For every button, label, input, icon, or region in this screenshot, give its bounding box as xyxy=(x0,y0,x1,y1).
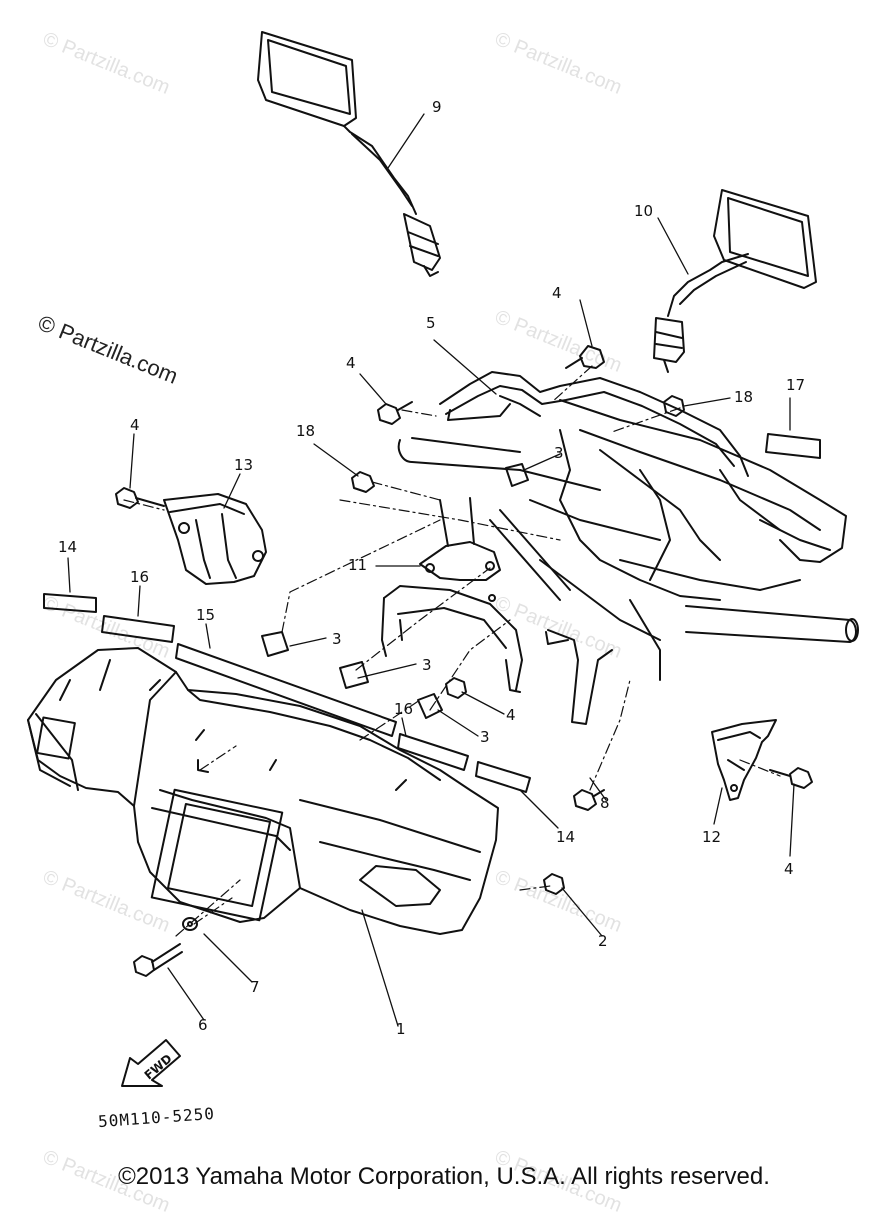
bolt-part-4 xyxy=(115,487,165,509)
callout-8: 8 xyxy=(600,794,610,812)
callout-17: 17 xyxy=(786,376,806,394)
callout-7: 7 xyxy=(250,978,260,996)
callout-3: 3 xyxy=(422,656,432,674)
seal-strip-part-16-left xyxy=(101,615,175,643)
callout-13: 13 xyxy=(234,456,254,474)
callout-3: 3 xyxy=(480,728,490,746)
callout-10: 10 xyxy=(634,202,654,220)
bolt-part-4 xyxy=(769,767,813,789)
handlebar-housing-frame xyxy=(519,399,847,681)
callout-4: 4 xyxy=(552,284,562,302)
handlebar-bracket-part-5 xyxy=(439,371,749,477)
callout-4: 4 xyxy=(506,706,516,724)
seal-strip-part-14-left xyxy=(43,593,97,613)
callout-14: 14 xyxy=(58,538,78,556)
grommet-part-3 xyxy=(505,463,529,487)
grommet-part-3 xyxy=(339,661,369,689)
callout-leaders xyxy=(67,113,795,1027)
callout-3: 3 xyxy=(332,630,342,648)
handlebar-tube xyxy=(397,437,859,725)
fwd-arrow xyxy=(121,1039,181,1087)
callout-4: 4 xyxy=(130,416,140,434)
mirror-right-part-10 xyxy=(653,189,817,373)
nut-part-2 xyxy=(543,873,565,895)
leader-lines xyxy=(123,365,781,937)
callout-5: 5 xyxy=(426,314,436,332)
callout-18: 18 xyxy=(296,422,316,440)
callout-6: 6 xyxy=(198,1016,208,1034)
callout-14: 14 xyxy=(556,828,576,846)
washer-part-7 xyxy=(182,917,198,931)
grommet-part-3 xyxy=(261,631,289,657)
grommet-part-3 xyxy=(417,693,443,719)
callout-1: 1 xyxy=(396,1020,406,1038)
stay-bracket-part-11 xyxy=(381,497,523,693)
seal-strip-part-15 xyxy=(175,643,397,737)
bolt-part-18 xyxy=(351,471,375,493)
seal-strip-part-16-right xyxy=(397,733,469,771)
callout-4: 4 xyxy=(784,860,794,878)
callout-9: 9 xyxy=(432,98,442,116)
bolt-part-8 xyxy=(573,789,605,811)
copyright-notice: ©2013 Yamaha Motor Corporation, U.S.A. A… xyxy=(118,1163,770,1190)
callout-4: 4 xyxy=(346,354,356,372)
bracket-part-13 xyxy=(163,493,267,585)
callout-16: 16 xyxy=(394,700,414,718)
callout-11: 11 xyxy=(348,556,368,574)
callout-3: 3 xyxy=(554,444,564,462)
callout-18: 18 xyxy=(734,388,754,406)
mirror-left-part-9 xyxy=(257,31,441,277)
seal-strip-part-14-right xyxy=(475,761,531,793)
bolt-part-6 xyxy=(133,943,183,977)
bolt-part-4 xyxy=(377,401,413,425)
label-part-17 xyxy=(765,433,821,459)
handlebar-cover-part-1 xyxy=(27,647,499,935)
bracket-part-12 xyxy=(711,719,777,801)
callout-2: 2 xyxy=(598,932,608,950)
bolt-part-4 xyxy=(445,677,467,699)
callout-12: 12 xyxy=(702,828,722,846)
callout-16: 16 xyxy=(130,568,150,586)
callout-15: 15 xyxy=(196,606,216,624)
bolt-part-4 xyxy=(565,345,605,369)
bolt-part-18 xyxy=(663,395,685,417)
